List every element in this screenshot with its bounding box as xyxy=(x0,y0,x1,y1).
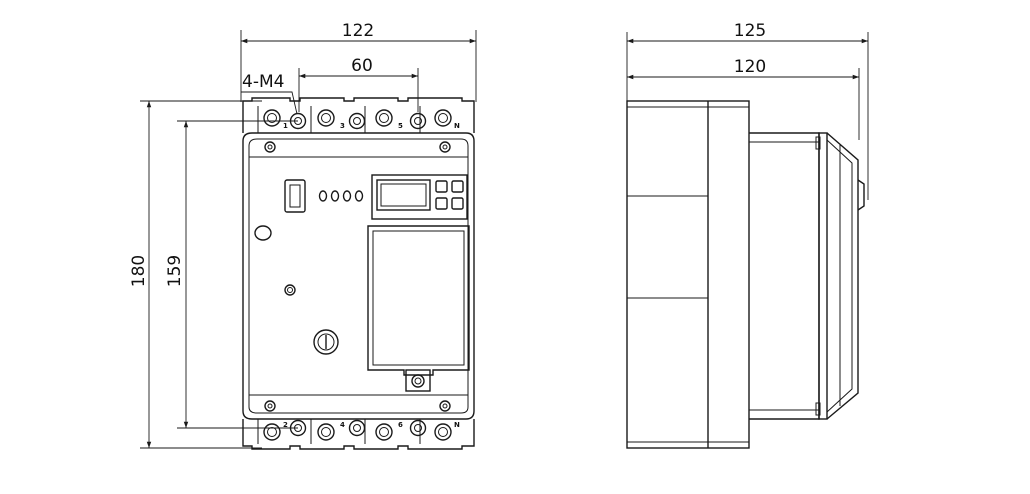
terminal-screw-icon xyxy=(263,109,281,127)
reset-slot-icon xyxy=(254,225,272,241)
dimension-total-height: 180 xyxy=(129,100,262,449)
cover-screw-icon xyxy=(439,141,451,153)
hole-callout: 4-M4 xyxy=(241,72,298,115)
terminal-label: N xyxy=(454,122,460,130)
terminal-screw-icon xyxy=(263,423,281,441)
label-side-depth: 125 xyxy=(734,21,766,41)
terminal-screw-icon xyxy=(317,423,335,441)
side-view: 125 120 xyxy=(626,21,869,449)
breaker-housing xyxy=(242,132,475,420)
keypad-button-icon xyxy=(451,180,464,193)
display-panel xyxy=(371,174,468,220)
keypad-button-icon xyxy=(435,180,448,193)
small-hole-icon xyxy=(284,284,296,296)
keypad-button-icon xyxy=(451,197,464,210)
handle-window xyxy=(367,225,470,392)
cover-screw-icon xyxy=(264,400,276,412)
label-hole-spec: 4-M4 xyxy=(242,72,284,92)
label-hole-spacing: 60 xyxy=(351,56,373,76)
indicator-lamp-icon xyxy=(354,190,364,202)
terminal-screw-icon xyxy=(375,109,393,127)
terminal-screw-icon xyxy=(348,112,366,130)
cover-screw-icon xyxy=(439,400,451,412)
test-button xyxy=(284,179,306,213)
indicator-lamp-icon xyxy=(318,190,328,202)
label-front-width: 122 xyxy=(342,21,374,41)
side-cover xyxy=(749,132,828,420)
terminal-label: 3 xyxy=(340,122,345,130)
mounting-hole-icon xyxy=(289,112,307,130)
top-terminal-block: 1 3 5 N xyxy=(242,97,475,133)
mounting-hole-icon xyxy=(289,419,307,437)
bottom-terminal-block: 2 4 6 N xyxy=(242,419,475,450)
indicator-lamps xyxy=(318,190,364,202)
terminal-label: 6 xyxy=(398,421,403,429)
indicator-lamp-icon xyxy=(342,190,352,202)
terminal-label: 2 xyxy=(283,421,288,429)
side-base xyxy=(626,100,750,449)
dimension-front-width: 122 xyxy=(240,21,477,102)
terminal-screw-icon xyxy=(348,419,366,437)
label-body-height: 159 xyxy=(165,255,185,287)
terminal-label: N xyxy=(454,421,460,429)
rotary-knob xyxy=(313,329,339,355)
mounting-hole-icon xyxy=(409,112,427,130)
dimension-side-body-depth: 120 xyxy=(627,57,860,140)
terminal-screw-icon xyxy=(434,423,452,441)
keypad-button-icon xyxy=(435,197,448,210)
label-side-body-depth: 120 xyxy=(734,57,766,77)
side-front-face xyxy=(826,132,859,420)
terminal-label: 4 xyxy=(340,421,345,429)
mounting-hole-icon xyxy=(409,419,427,437)
handle-lock-icon xyxy=(411,374,425,388)
label-total-height: 180 xyxy=(129,255,149,287)
dimension-side-depth: 125 xyxy=(626,21,869,200)
dimension-body-height: 159 xyxy=(165,120,298,429)
cover-screw-icon xyxy=(264,141,276,153)
terminal-label: 1 xyxy=(283,122,288,130)
side-handle xyxy=(857,179,865,211)
lcd-display xyxy=(376,179,431,211)
terminal-screw-icon xyxy=(434,109,452,127)
terminal-screw-icon xyxy=(375,423,393,441)
terminal-label: 5 xyxy=(398,122,403,130)
dimension-hole-spacing: 60 xyxy=(298,56,419,112)
front-view: 122 60 4-M4 180 159 xyxy=(129,21,477,450)
terminal-screw-icon xyxy=(317,109,335,127)
indicator-lamp-icon xyxy=(330,190,340,202)
